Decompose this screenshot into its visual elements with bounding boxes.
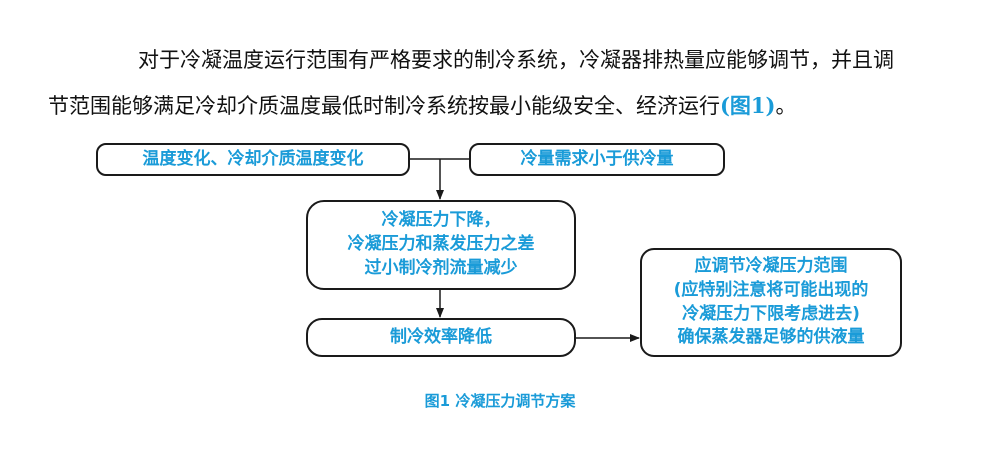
box-cause-label: 温度变化、冷却介质温度变化 [142, 148, 364, 169]
box-pressure-drop: 冷凝压力下降， 冷凝压力和蒸发压力之差 过小制冷剂流量减少 [306, 200, 576, 290]
paragraph-line-2-text: 节范围能够满足冷却介质温度最低时制冷系统按最小能级安全、经济运行 [48, 94, 720, 118]
box-pressure-drop-line-3: 过小制冷剂流量减少 [364, 257, 518, 278]
box-efficiency: 制冷效率降低 [306, 318, 576, 357]
box-demand: 冷量需求小于供冷量 [469, 143, 725, 176]
paragraph-line-1: 对于冷凝温度运行范围有严格要求的制冷系统，冷凝器排热量应能够调节，并且调 [138, 48, 894, 72]
box-adjust-line-3: 冷凝压力下限考虑进去) [682, 303, 860, 324]
box-pressure-drop-line-1: 冷凝压力下降， [381, 210, 501, 231]
box-pressure-drop-line-2: 冷凝压力和蒸发压力之差 [347, 234, 535, 255]
box-adjust-line-4: 确保蒸发器足够的供液量 [677, 327, 865, 348]
box-adjust: 应调节冷凝压力范围 (应特别注意将可能出现的 冷凝压力下限考虑进去) 确保蒸发器… [640, 248, 902, 357]
box-demand-label: 冷量需求小于供冷量 [520, 148, 674, 169]
box-cause: 温度变化、冷却介质温度变化 [96, 143, 410, 176]
figure-reference: (图1) [720, 93, 776, 118]
box-adjust-line-1: 应调节冷凝压力范围 [694, 255, 848, 276]
box-adjust-line-2: (应特别注意将可能出现的 [673, 279, 869, 300]
figure-caption: 图1 冷凝压力调节方案 [424, 392, 576, 410]
box-efficiency-label: 制冷效率降低 [390, 326, 492, 347]
paragraph-line-2-end: 。 [775, 94, 797, 118]
paragraph-line-2: 节范围能够满足冷却介质温度最低时制冷系统按最小能级安全、经济运行(图1)。 [48, 90, 968, 120]
